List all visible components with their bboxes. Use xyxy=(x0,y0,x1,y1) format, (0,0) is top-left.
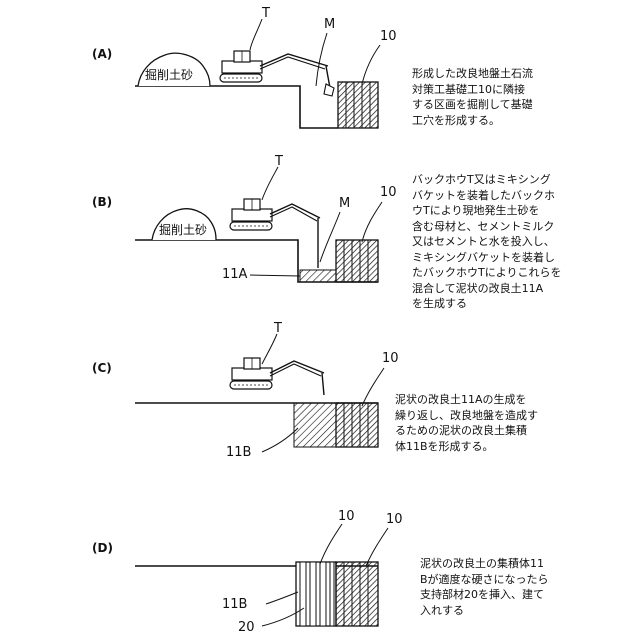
panel-d-tag-10-left: 10 xyxy=(338,509,355,524)
panel-d-label: (D) xyxy=(92,541,113,555)
panel-b-label: (B) xyxy=(92,195,112,209)
panel-d-tag-10-right: 10 xyxy=(386,512,403,527)
panel-a-leader-t xyxy=(250,19,262,50)
panel-d-tag-11b: 11B xyxy=(222,597,247,612)
panel-d-foundation-existing xyxy=(336,562,378,626)
panel-c-tag-11b: 11B xyxy=(226,445,251,460)
panel-a-soil-label: 掘削土砂 xyxy=(145,67,193,82)
panel-d-leader-10-right xyxy=(366,528,388,566)
panel-b-foundation xyxy=(336,240,378,282)
panel-c: (C) T 10 11B xyxy=(92,321,399,460)
panel-c-description: 泥状の改良土11Aの生成を 繰り返し、改良地盤を造成す るための泥状の改良土集積… xyxy=(395,392,538,454)
panel-c-tag-t: T xyxy=(273,321,282,336)
panel-a-leader-m xyxy=(316,33,327,86)
panel-c-excavator-icon xyxy=(230,358,324,395)
panel-b: (B) 掘削土砂 T M 10 11A xyxy=(92,154,397,282)
panel-b-tag-10: 10 xyxy=(380,185,397,200)
panel-d-description: 泥状の改良土の集積体11 Bが適度な硬さになったら 支持部材20を挿入、建て 入… xyxy=(420,556,549,618)
panel-a-tag-m: M xyxy=(324,17,335,32)
panel-b-description: バックホウT又はミキシング バケットを装着したバックホ ウTにより現地発生土砂を… xyxy=(412,172,562,312)
panel-b-excavator-icon xyxy=(230,199,320,268)
panel-a-tag-t: T xyxy=(261,6,270,21)
panel-a-description: 形成した改良地盤土石流 対策工基礎工10に隣接 する区画を掘削して基礎 工穴を形… xyxy=(412,66,533,128)
panel-c-label: (C) xyxy=(92,361,112,375)
panel-b-tag-11a: 11A xyxy=(222,267,248,282)
panel-b-tag-m: M xyxy=(339,196,350,211)
panel-a: (A) 掘削土砂 T M 10 xyxy=(92,6,397,128)
panel-c-foundation xyxy=(336,403,378,447)
panel-a-bucket-icon xyxy=(324,84,334,96)
panel-a-tag-10: 10 xyxy=(380,29,397,44)
panel-b-tag-t: T xyxy=(274,154,283,169)
panel-c-leader-t xyxy=(262,334,277,364)
panel-a-ground xyxy=(135,86,338,128)
panel-c-leader-10 xyxy=(362,368,384,406)
panel-b-leader-11a xyxy=(250,275,300,276)
panel-a-excavator-icon xyxy=(220,51,330,88)
panel-a-leader-10 xyxy=(362,45,380,84)
panel-d-leader-10-left xyxy=(320,524,342,564)
panel-b-soil-label: 掘削土砂 xyxy=(159,222,207,237)
panel-b-leader-t xyxy=(262,167,278,200)
panel-d: (D) 10 10 11B 20 xyxy=(92,509,403,635)
panel-a-foundation xyxy=(338,82,378,128)
panel-c-tag-10: 10 xyxy=(382,351,399,366)
panel-c-improved-soil-11b xyxy=(294,403,336,447)
panel-d-tag-20: 20 xyxy=(238,620,255,635)
panel-b-improved-soil-11a xyxy=(300,270,336,282)
panel-c-leader-11b xyxy=(262,428,298,452)
panel-a-label: (A) xyxy=(92,47,112,61)
panel-d-leader-11b xyxy=(266,592,298,604)
panel-b-leader-10 xyxy=(362,202,382,242)
